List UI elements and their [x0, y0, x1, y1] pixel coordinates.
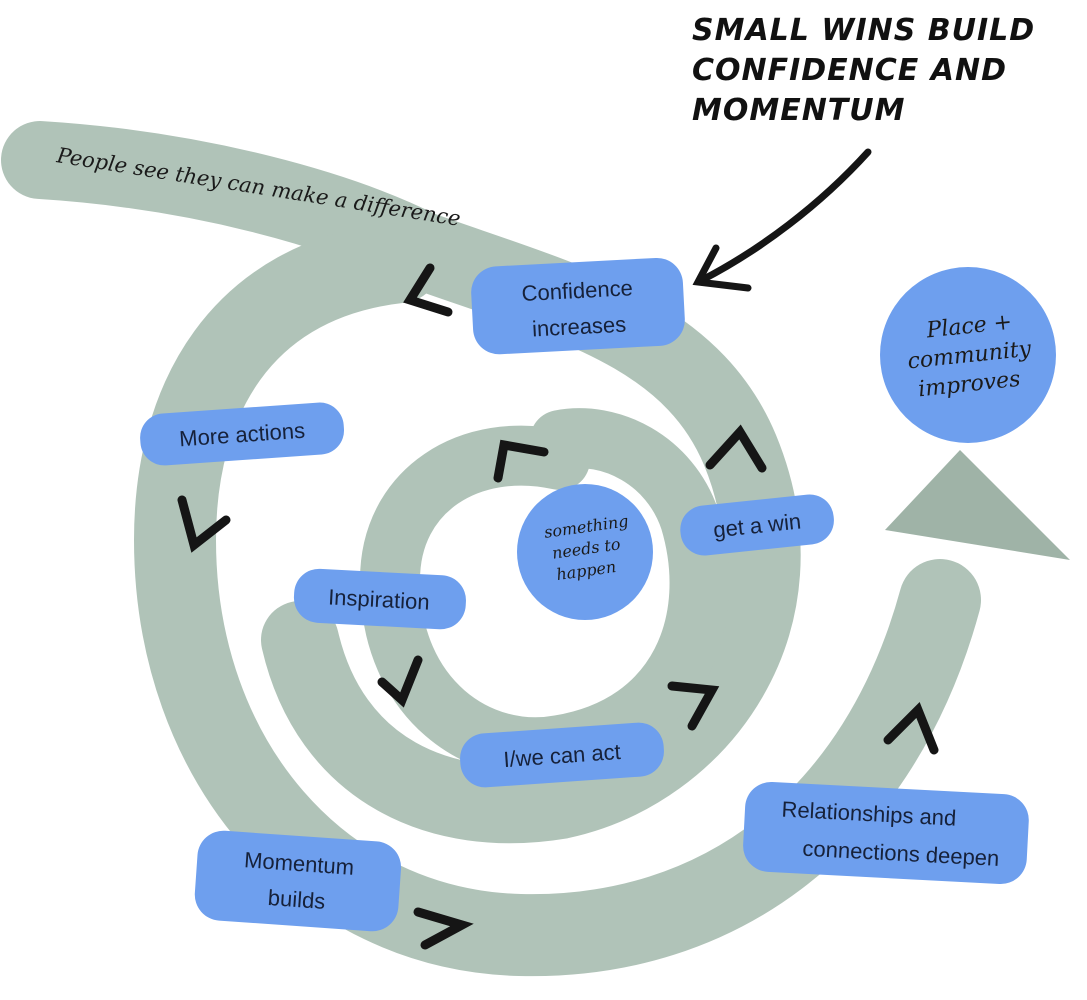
- heading-line-1: SMALL WINS BUILD: [692, 13, 1035, 48]
- stage-label-line-1: Inspiration: [328, 584, 431, 614]
- stage-inspiration: Inspiration: [293, 568, 466, 630]
- heading-line-3: MOMENTUM: [692, 93, 906, 128]
- chevron-down-icon: [177, 495, 231, 553]
- stage-pill: [471, 257, 685, 355]
- chevron-up-icon: [705, 424, 767, 473]
- stage-more-actions: More actions: [140, 402, 345, 466]
- chevron-left-icon: [403, 263, 453, 317]
- center-circle: [517, 484, 653, 620]
- pointer-arrow: [692, 148, 872, 292]
- pointer-arrow-head: [692, 244, 752, 292]
- chevron-down-icon: [377, 655, 423, 708]
- stage-relationships: Relationships and connections deepen: [743, 781, 1029, 885]
- pointer-arrow-shaft: [698, 148, 872, 284]
- stage-pill: [743, 781, 1029, 885]
- stage-pill: [140, 402, 345, 466]
- stage-label-line-1: Confidence: [521, 275, 633, 306]
- chevron-right-icon: [413, 907, 474, 950]
- chevron-up-icon: [883, 701, 939, 755]
- chevron-right-icon: [667, 681, 720, 731]
- heading: SMALL WINS BUILD CONFIDENCE AND MOMENTUM: [692, 13, 1035, 128]
- stage-pill: [680, 494, 834, 556]
- stage-get-a-win: get a win: [680, 494, 834, 556]
- stage-label-line-2: increases: [531, 312, 626, 342]
- chevron-icons: [177, 263, 939, 950]
- chevron-up-icon: [493, 439, 549, 483]
- stage-pill: [194, 830, 402, 932]
- outcome-circle: [880, 267, 1056, 443]
- stage-act: I/we can act: [460, 722, 664, 788]
- heading-line-2: CONFIDENCE AND: [692, 53, 1007, 88]
- stage-pill: [460, 722, 664, 788]
- outer-spiral-band: [1, 121, 801, 844]
- stage-momentum: Momentum builds: [194, 830, 402, 932]
- stage-pill: [293, 568, 466, 630]
- stage-label-line-2: builds: [267, 885, 326, 914]
- center-label: something needs to happen: [543, 511, 630, 584]
- stage-confidence: Confidence increases: [471, 257, 685, 355]
- outcome-arrowhead: [885, 450, 1070, 560]
